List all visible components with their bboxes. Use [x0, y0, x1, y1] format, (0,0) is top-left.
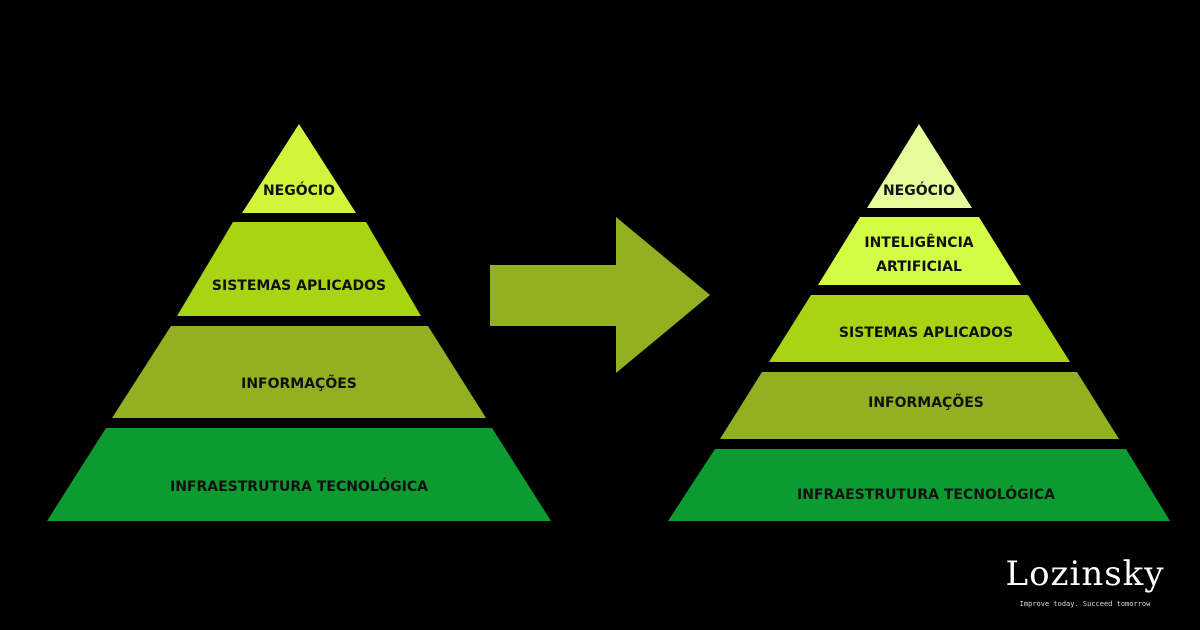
right-layer-applied-systems — [769, 295, 1070, 362]
left-layer-infrastructure — [47, 428, 551, 521]
right-layer-business-label: NEGÓCIO — [883, 181, 955, 199]
right-layer-information-label: INFORMAÇÕES — [868, 393, 984, 411]
left-pyramid: NEGÓCIO SISTEMAS APLICADOS INFORMAÇÕES I… — [47, 124, 551, 521]
left-layer-business — [242, 124, 356, 213]
left-layer-applied-systems — [177, 222, 421, 316]
left-layer-information — [112, 326, 486, 418]
right-layer-applied-systems-label: SISTEMAS APLICADOS — [839, 325, 1013, 341]
left-layer-infrastructure-label: INFRAESTRUTURA TECNOLÓGICA — [170, 477, 428, 495]
brand-logo: Lozinsky Improve today. Succeed tomorrow — [985, 552, 1185, 609]
right-layer-business — [867, 124, 972, 208]
left-layer-applied-systems-label: SISTEMAS APLICADOS — [212, 278, 386, 294]
right-layer-infrastructure — [668, 449, 1170, 521]
right-arrow-icon — [490, 217, 710, 373]
left-layer-information-label: INFORMAÇÕES — [241, 374, 357, 392]
logo-tagline: Improve today. Succeed tomorrow — [1019, 600, 1151, 608]
right-layer-ai — [818, 217, 1021, 285]
right-layer-ai-label-line1: INTELIGÊNCIA — [864, 234, 973, 251]
logo-name: Lozinsky — [1005, 554, 1165, 594]
right-layer-ai-label-line2: ARTIFICIAL — [876, 259, 962, 275]
right-layer-infrastructure-label: INFRAESTRUTURA TECNOLÓGICA — [797, 485, 1055, 503]
right-layer-information — [720, 372, 1119, 439]
right-pyramid: NEGÓCIO INTELIGÊNCIA ARTIFICIAL SISTEMAS… — [668, 124, 1170, 521]
left-layer-business-label: NEGÓCIO — [263, 181, 335, 199]
